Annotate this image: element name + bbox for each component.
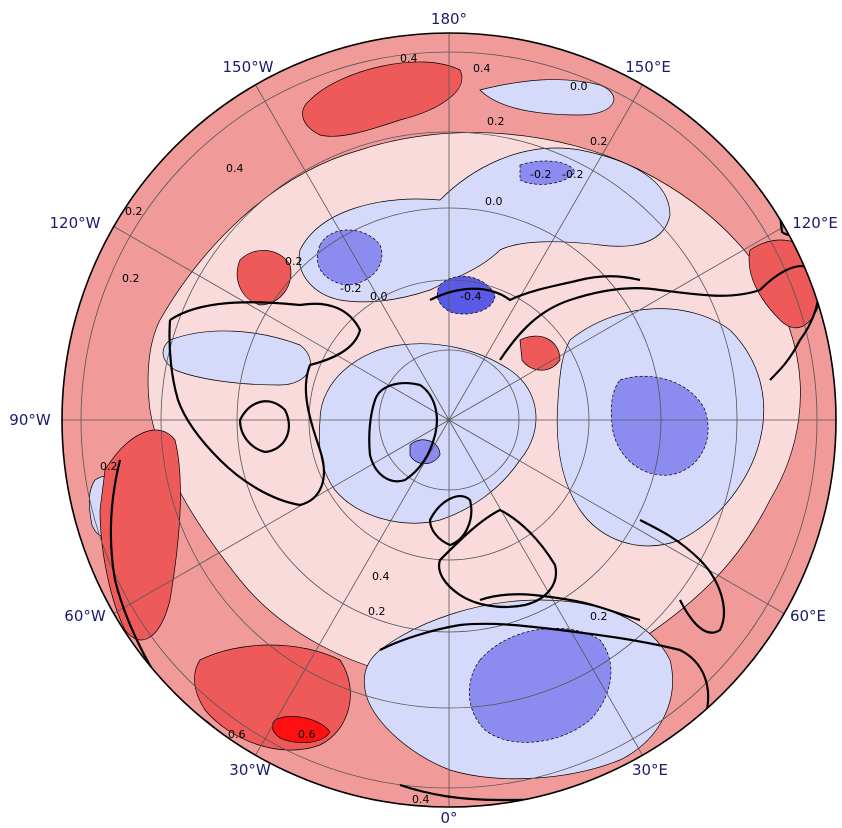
contour-label: 0.0 [570,80,588,93]
longitude-labels: 180° 150°E 120°E 90°W 60°E 30°E 0° 30°W … [9,10,838,827]
blue-strong-pacific [316,229,383,286]
contour-label: 0.6 [298,728,316,741]
red-strong-alaska [236,249,292,306]
contour-label: 0.4 [400,52,418,65]
contour-label: -0.2 [562,168,583,181]
contour-label: 0.0 [485,195,503,208]
map-border [61,32,837,808]
red-strong-usa [99,429,181,641]
red-max-atlantic [271,716,331,743]
meridian-lines [62,33,836,807]
contour-label: 0.2 [368,605,386,618]
meridian-line [448,419,643,756]
coastline-canada [168,301,362,507]
meridian-line [113,419,450,614]
longitude-label-120w: 120°W [50,214,101,232]
contour-label: 0.2 [590,610,608,623]
contour-label: -0.2 [340,282,361,295]
blue-region-arctic [319,343,537,524]
blue-region-pacific [298,147,671,303]
contour-label: 0.4 [412,793,430,806]
coastline-europe [437,508,558,609]
graticule [62,33,836,807]
coastline-africa [379,622,710,802]
contour-label: 0.0 [370,290,388,303]
blue-mid-africa [469,628,612,743]
longitude-label-150e: 150°E [625,58,671,76]
longitude-label-0: 0° [440,809,457,827]
longitude-label-180: 180° [431,10,467,28]
contour-label: 0.2 [285,255,303,268]
contour-label: 0.4 [473,62,491,75]
coastline-mediterranean [479,593,641,622]
contour-label: 0.6 [228,728,246,741]
meridian-line [113,226,450,421]
contour-labels: 0.4 0.4 0.2 0.2 0.4 0.0 0.2 -0.2 -0.2 0.… [100,52,608,806]
longitude-label-60e: 60°E [790,607,826,625]
longitude-label-30w: 30°W [229,761,271,779]
coastline-hudson-bay [238,400,290,454]
longitude-label-150w: 150°W [223,58,274,76]
contour-label: 0.2 [100,460,118,473]
meridian-line [255,84,450,421]
coastline-siberia-east [429,275,641,302]
blue-region-pacific-north [479,79,615,116]
coastline-india [639,519,725,634]
contour-label: 0.2 [487,115,505,128]
coastline-scandinavia [428,494,473,547]
longitude-label-60w: 60°W [64,607,106,625]
contour-label: -0.4 [460,290,481,303]
red-strong-pacific-north [302,61,463,137]
coastline-eurasia-north [499,286,761,361]
meridian-line [448,419,785,614]
blue-strong-bering [436,276,496,315]
longitude-label-90w: 90°W [9,411,51,429]
contour-label: -0.2 [530,168,551,181]
coastline-greenland [368,382,438,483]
contour-label: 0.2 [122,272,140,285]
contour-label: 0.4 [372,570,390,583]
longitude-label-30e: 30°E [632,761,668,779]
blue-mid-siberia-east [519,160,576,185]
blue-mid-siberia [610,375,709,476]
contour-label: 0.2 [590,135,608,148]
meridian-line [448,226,785,421]
contour-label: 0.4 [226,162,244,175]
meridian-line [448,84,643,421]
meridian-line [255,419,450,756]
contour-label: 0.2 [125,205,143,218]
longitude-label-120e: 120°E [792,214,838,232]
